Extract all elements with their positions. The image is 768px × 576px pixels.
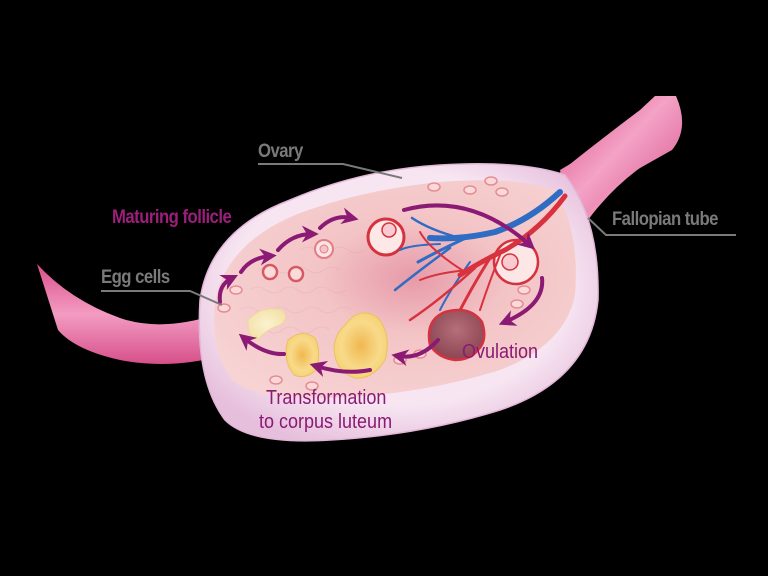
fallopian-tube-leader-line (587, 217, 736, 236)
cycle-arrows (217, 203, 545, 378)
egg-cells (217, 176, 531, 391)
maturing-follicle-label: Maturing follicle (112, 207, 232, 228)
egg-cells-leader-line (101, 290, 223, 306)
fallopian-tube-label: Fallopian tube (612, 209, 718, 230)
ruptured-follicle (427, 308, 486, 362)
right-tube-body (560, 96, 683, 225)
ovary-label: Ovary (258, 141, 303, 162)
left-fallopian-tube (37, 264, 225, 364)
transformation-label-line1: Transformation (266, 387, 387, 409)
ovulation-label: Ovulation (462, 341, 539, 363)
transformation-label-line2: to corpus luteum (259, 411, 393, 433)
ovary-leader-line (258, 163, 403, 179)
blood-vessels (393, 189, 568, 322)
egg-cells-label: Egg cells (101, 267, 170, 288)
leader-lines (101, 163, 736, 306)
